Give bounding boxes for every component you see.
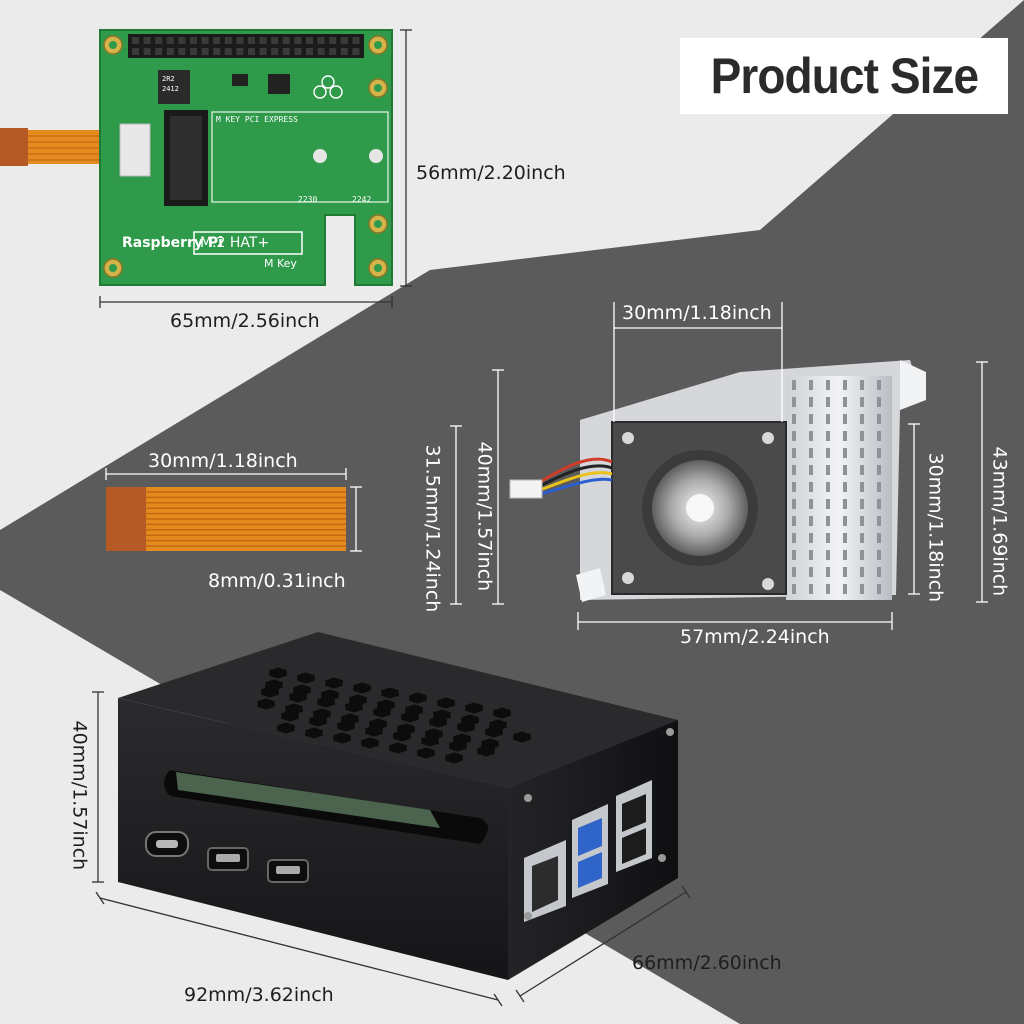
cooler-fan-width-label: 30mm/1.18inch xyxy=(622,302,772,324)
hat-width-label: 65mm/2.56inch xyxy=(170,310,320,332)
cable-width-label: 8mm/0.31inch xyxy=(208,570,346,592)
black-case xyxy=(118,632,678,980)
cable-dimension-lines xyxy=(105,468,362,552)
pcb-brand-label: Raspberry Pi xyxy=(122,235,223,251)
hat-height-label: 56mm/2.20inch xyxy=(416,162,566,184)
pcb-2242-label: 2242 xyxy=(352,195,372,204)
case-depth-label: 66mm/2.60inch xyxy=(632,952,782,974)
pcb-slot-label: M KEY PCI EXPRESS xyxy=(216,115,298,124)
pcb-2230-label: 2230 xyxy=(298,195,318,204)
cooler-width-label: 57mm/2.24inch xyxy=(680,626,830,648)
pcb-model-label: M.2 HAT+ xyxy=(200,235,270,251)
case-length-label: 92mm/3.62inch xyxy=(184,984,334,1006)
cooler-dimension-lines xyxy=(450,302,988,630)
chip-code-2: 2412 xyxy=(162,85,179,93)
case-dimension-lines xyxy=(92,691,691,1007)
m2-hat-board xyxy=(0,29,393,286)
ribbon-cable xyxy=(106,487,346,551)
cooler-height-a-label: 31.5mm/1.24inch xyxy=(421,444,444,613)
page-title: Product Size xyxy=(710,48,978,104)
case-height-label: 40mm/1.57inch xyxy=(68,720,91,871)
cable-length-label: 30mm/1.18inch xyxy=(148,450,298,472)
hat-dimension-lines xyxy=(99,29,412,308)
pcb-key-label: M Key xyxy=(264,257,297,270)
title-banner: Product Size xyxy=(680,38,1008,114)
cooler-height-b-label: 40mm/1.57inch xyxy=(473,441,496,592)
cooler-fan-height-label: 30mm/1.18inch xyxy=(924,452,947,603)
active-cooler xyxy=(509,360,926,602)
chip-code-1: 2R2 xyxy=(162,75,175,83)
cooler-total-height-label: 43mm/1.69inch xyxy=(988,446,1011,597)
